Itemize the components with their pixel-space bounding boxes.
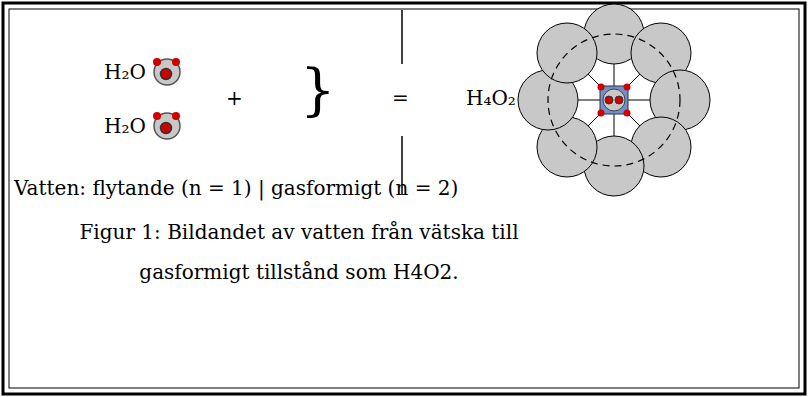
- inner-frame: [9, 9, 799, 388]
- dashed-ring: [548, 34, 680, 166]
- formula-label: H₂O: [104, 60, 146, 84]
- formula-label: H₂O: [104, 114, 146, 138]
- brace-symbol: }: [300, 62, 336, 118]
- outer-frame: [3, 3, 805, 394]
- figure-caption: Figur 1: Bildandet av vatten från vätska…: [54, 212, 544, 292]
- molecule-cluster: [518, 4, 710, 196]
- formula-label: H₄O₂: [466, 86, 516, 110]
- equals-sign: =: [392, 86, 409, 110]
- plus-sign: +: [226, 86, 243, 110]
- divider-line: [401, 10, 403, 64]
- bond-lines: [578, 64, 650, 136]
- h4o2-molecule: [598, 84, 631, 117]
- legend-note: Vatten: flytande (n = 1) | gasformigt (n…: [14, 176, 458, 200]
